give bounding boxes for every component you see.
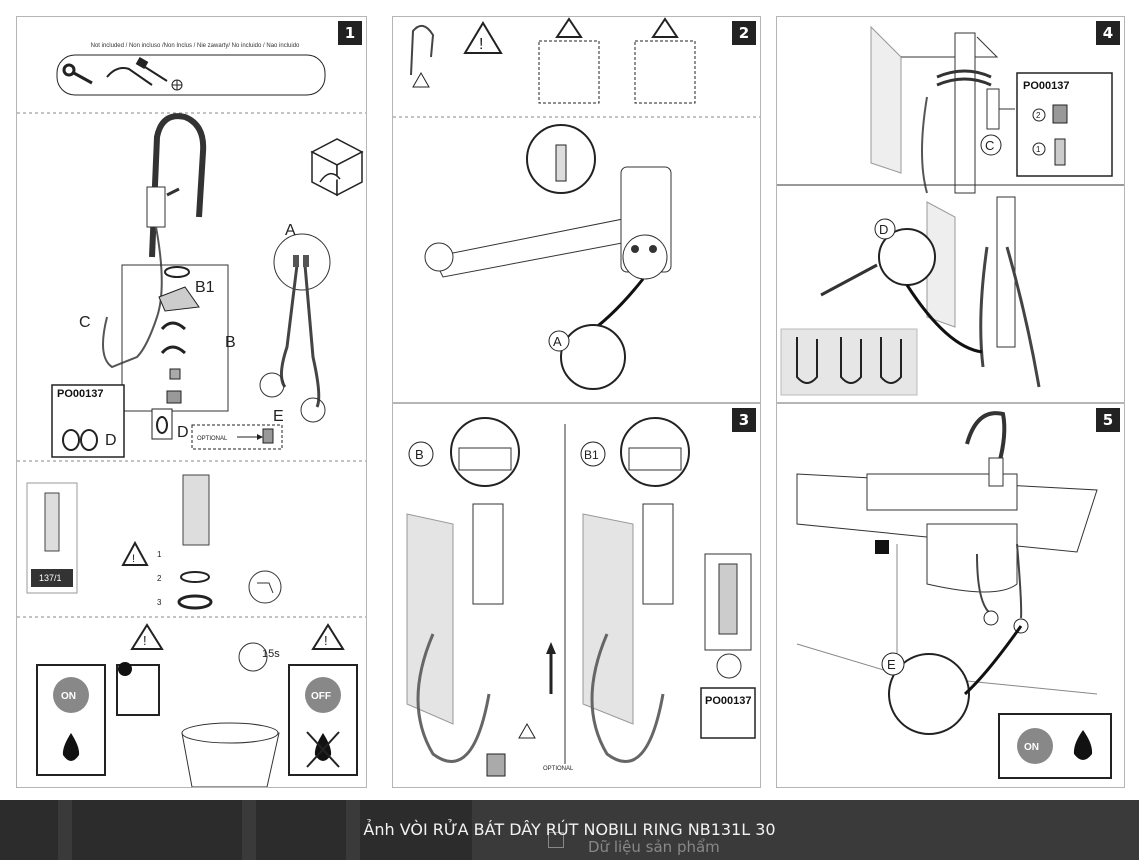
wrench-icon (62, 63, 93, 85)
thumbnail[interactable] (360, 800, 472, 860)
image-caption-bar: Ảnh VÒI RỬA BÁT DÂY RÚT NOBILI RING NB13… (0, 800, 1139, 860)
faucet-outline (149, 113, 207, 258)
panel-3: 3 B B1 OPTIONAL PO00137 (392, 403, 761, 788)
label-c: C (79, 314, 91, 331)
label-b: B (225, 334, 236, 351)
allen-key-icon (106, 67, 153, 86)
off-label: OFF (311, 691, 331, 702)
warning-icon (463, 21, 503, 54)
instruction-sheet: 1 Not included / Non incluso /Non Inclus… (16, 16, 1125, 788)
label-b1: B1 (584, 448, 599, 462)
label-e: E (887, 657, 896, 672)
warning-icon (121, 540, 149, 566)
label-d: D (879, 222, 888, 237)
not-included-text: Not included / Non incluso /Non Inclus /… (90, 43, 300, 49)
label-a: A (553, 334, 562, 349)
step-1-label: 1 (157, 550, 162, 559)
label-d: D (105, 432, 117, 449)
step-2-label: 2 (157, 574, 162, 583)
water-drop-icon (1073, 730, 1093, 760)
code-label: PO00137 (57, 388, 103, 400)
label-b: B (415, 447, 424, 462)
step-1-label: 1 (1036, 145, 1041, 154)
label-e: E (273, 408, 284, 425)
on-label: ON (1024, 742, 1039, 753)
panel-1-drawing: PO00137 OPTIONAL 137/1 ! 1 2 3 (17, 54, 366, 787)
label-b1: B1 (195, 279, 215, 296)
label-a: A (285, 222, 296, 239)
thumbnail[interactable] (256, 800, 346, 860)
code-label: PO00137 (705, 695, 751, 707)
panel-number: 3 (732, 408, 756, 432)
screwdriver-icon (820, 263, 878, 297)
optional-label: OPTIONAL (543, 766, 574, 772)
svg-text:!: ! (324, 633, 328, 648)
code-label: PO00137 (1023, 80, 1069, 92)
tube-label: 137/1 (39, 573, 62, 583)
on-label: ON (61, 691, 76, 702)
svg-text:!: ! (479, 36, 483, 53)
panel-number: 5 (1096, 408, 1120, 432)
label-c: C (985, 138, 994, 153)
panel-2-drawing: ! A (393, 17, 760, 390)
thumbnail[interactable] (0, 800, 58, 860)
screwdriver-icon (135, 57, 168, 82)
faucet-outline (965, 411, 1007, 465)
document-icon (548, 832, 564, 848)
panel-4: 4 PO00137 2 1 C D (776, 16, 1125, 403)
optional-label: OPTIONAL (197, 436, 228, 442)
svg-text:!: ! (143, 633, 147, 648)
panel-number: 1 (338, 21, 362, 45)
thumbnail[interactable] (72, 800, 242, 860)
panel-number: 2 (732, 21, 756, 45)
panel-2: 2 ! A (392, 16, 761, 403)
svg-text:!: ! (132, 553, 135, 565)
water-drop-icon (62, 733, 80, 761)
label-d-2: D (177, 424, 189, 441)
image-caption: Ảnh VÒI RỬA BÁT DÂY RÚT NOBILI RING NB13… (363, 820, 776, 839)
timer-label: 15s (262, 648, 280, 660)
panel-number: 4 (1096, 21, 1120, 45)
panel-5: 5 E ON (776, 403, 1125, 788)
panel-5-drawing: E ON (796, 411, 1112, 779)
step-3-label: 3 (157, 598, 162, 607)
panel-1: 1 Not included / Non incluso /Non Inclus… (16, 16, 367, 788)
panel-4-drawing: PO00137 2 1 C D (777, 25, 1124, 396)
step-2-label: 2 (1036, 111, 1041, 120)
package-box-icon (310, 138, 364, 197)
product-data-link[interactable]: Dữ liệu sản phẩm (588, 838, 720, 856)
panel-3-drawing: B B1 OPTIONAL PO00137 (406, 417, 756, 777)
